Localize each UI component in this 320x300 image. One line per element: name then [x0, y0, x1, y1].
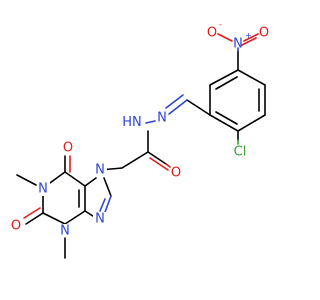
purine-n1-label: N [38, 182, 48, 197]
nitro-n-label: N [233, 37, 243, 52]
c-o-double-bond-2 [149, 157, 169, 171]
ring-double-bond [215, 76, 238, 90]
n7-c8-bond [103, 177, 112, 197]
ch-n-double-bond [168, 99, 188, 115]
n9-mask [93, 212, 107, 226]
ring-bond [209, 69, 239, 86]
chloro-label: Cl [234, 145, 247, 160]
amide-group: O [99, 130, 181, 181]
chloro-group: Cl [234, 130, 247, 160]
benzene-ring [209, 69, 266, 132]
ring-bond [237, 69, 266, 86]
c2-o-bond [25, 212, 44, 225]
n3-mask [58, 224, 72, 238]
nitro-o-top-label: O [207, 26, 217, 41]
molecule-diagram: N + O - O Cl N HN O [11, 20, 269, 259]
ring-bond [64, 210, 86, 225]
n7-mask [93, 163, 107, 177]
n-o-double-bond-2 [241, 37, 257, 46]
n-n-bond [145, 120, 156, 124]
n-o-double-bond [243, 33, 259, 42]
c8-n9-double-bond [104, 195, 112, 213]
hydrazide-h: H [122, 115, 132, 130]
ring-bond [209, 114, 239, 132]
purine-o2-label: O [11, 219, 21, 234]
nitro-group: N + O - O [207, 20, 269, 71]
imine-linker: N HN [122, 94, 211, 130]
purine-n3-label: N [60, 224, 70, 239]
c-ch2-bond [121, 151, 149, 169]
n1-mask [36, 182, 50, 196]
hydrazide-n: N [132, 115, 142, 130]
n1-methyl-bond [16, 174, 37, 186]
c-o-bond [147, 151, 167, 165]
ring-double-bond [215, 111, 238, 125]
amide-o-label: O [171, 166, 181, 181]
c-o-bond-o [165, 163, 171, 168]
nitro-n-charge: + [245, 31, 252, 40]
purine-n7-label-top: N [95, 163, 105, 178]
hydrazide-nh-label: HN [122, 115, 142, 130]
nitro-o-bottom-label: O [259, 26, 269, 41]
ring-bond [64, 171, 86, 187]
ring-ch-bond [186, 99, 211, 116]
purine-o6-label: O [63, 141, 73, 156]
ch-n-double-bond-2 [165, 94, 184, 109]
ring-bond [42, 212, 66, 225]
c5-n7-bond [84, 177, 97, 187]
c2-o-double-bond-2 [23, 207, 41, 219]
n-o-bond [217, 33, 233, 42]
nitro-o-charge: - [219, 20, 222, 29]
molecule-structure-svg: N + O - O Cl N HN O [11, 20, 269, 259]
imine-n-label: N [157, 111, 167, 126]
purine-n9-label-top: N [95, 212, 105, 227]
purine-system: N N O N O N [11, 141, 112, 259]
ring-bond [237, 114, 266, 132]
c8-n9-double-bond-2 [99, 198, 106, 212]
